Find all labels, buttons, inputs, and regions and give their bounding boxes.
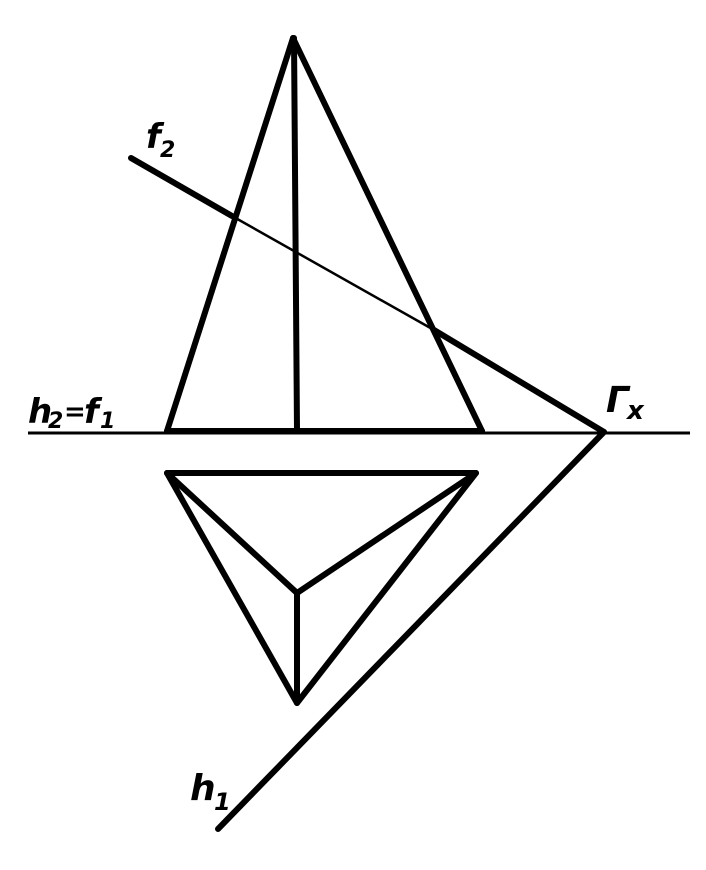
trace-h1 — [215, 429, 607, 832]
trace-f2-thin — [230, 214, 436, 332]
trace-f2-thick-end — [431, 327, 607, 435]
pyramid-top-edge-left — [164, 470, 300, 596]
pyramid-top-edge-right — [294, 470, 479, 596]
pyramid-front-middle-edge — [291, 35, 300, 434]
pyramid-front-right-edge — [290, 35, 485, 434]
label-trace-gamma-x: Г x — [606, 380, 645, 426]
pyramid-frontal-projection — [164, 35, 485, 434]
label-f1-sub: 1 — [100, 409, 115, 434]
pyramid-top-base-triangle — [164, 470, 479, 706]
pyramid-front-left-edge — [164, 35, 296, 434]
label-gamma-sub: x — [625, 396, 645, 426]
label-h1-sub: 1 — [214, 788, 231, 816]
label-f1-main: f — [84, 392, 103, 432]
label-f2-main: f — [146, 117, 165, 157]
label-axis: h 2 = f 1 — [28, 392, 115, 434]
label-h1-main: h — [190, 768, 216, 809]
pyramid-horizontal-projection — [164, 470, 479, 706]
label-h1: h 1 — [190, 768, 231, 816]
label-h2-main: h — [28, 392, 52, 432]
label-h2-sub: 2 — [48, 409, 63, 434]
trace-f2-thick-start — [128, 155, 235, 219]
label-f2-sub: 2 — [160, 138, 175, 163]
label-f2: f 2 — [146, 117, 175, 163]
label-axis-equals: = — [64, 397, 86, 427]
label-gamma-main: Г — [606, 380, 631, 421]
